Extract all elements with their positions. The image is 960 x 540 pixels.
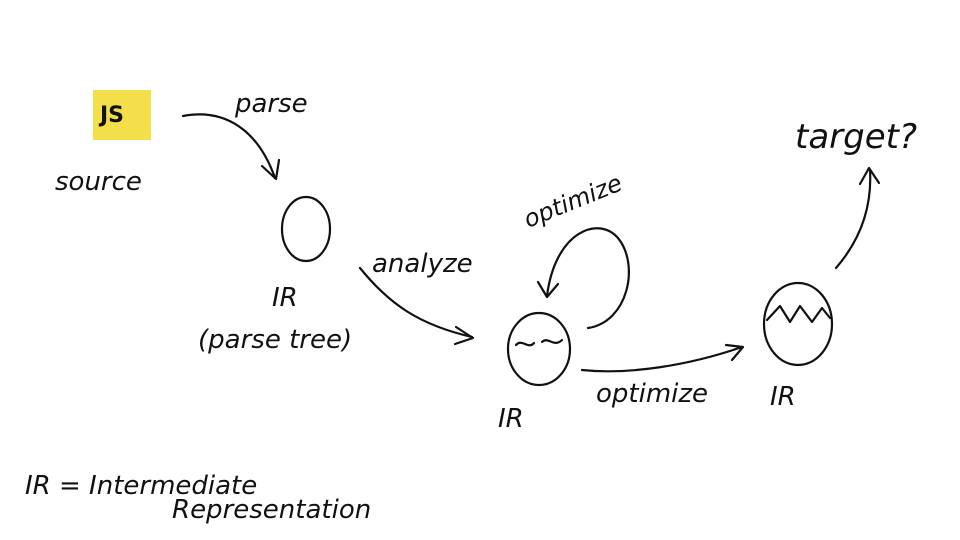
analyze-arrow (358, 266, 474, 339)
optimize-arrow (580, 345, 744, 373)
optimize-loop-label: optimize (520, 169, 626, 234)
ir-middle-squiggle (514, 338, 564, 347)
legend-line-2: Representation (172, 495, 371, 525)
ir-parse-tree-label: IR (272, 283, 298, 313)
optimize-arrow-head (724, 343, 745, 362)
js-source-badge: JS (93, 90, 151, 140)
js-badge-background (93, 90, 151, 140)
js-badge-text: JS (98, 103, 124, 128)
legend-line-1: IR = Intermediate (25, 471, 257, 501)
ir-middle-node (506, 311, 572, 387)
parse-arrow (181, 113, 277, 180)
ir-parse-tree-node (280, 195, 332, 263)
optimize-loop-arrow-head (536, 280, 560, 299)
source-label: source (55, 167, 142, 197)
target-arrow-head (858, 166, 881, 186)
ir-final-node (762, 281, 834, 367)
ir-final-label: IR (770, 382, 796, 412)
target-arrow (834, 168, 872, 270)
ir-middle-label: IR (498, 404, 524, 434)
target-label: target? (795, 117, 917, 157)
parse-arrow-head (260, 158, 281, 181)
ir-final-mountain-line (765, 304, 832, 324)
optimize-edge-label: optimize (596, 379, 708, 409)
analyze-arrow-head (453, 325, 475, 346)
analyze-edge-label: analyze (372, 249, 473, 279)
parse-edge-label: parse (234, 89, 308, 119)
optimize-loop-arrow (545, 227, 630, 330)
ir-parse-tree-sublabel: (parse tree) (198, 325, 352, 355)
